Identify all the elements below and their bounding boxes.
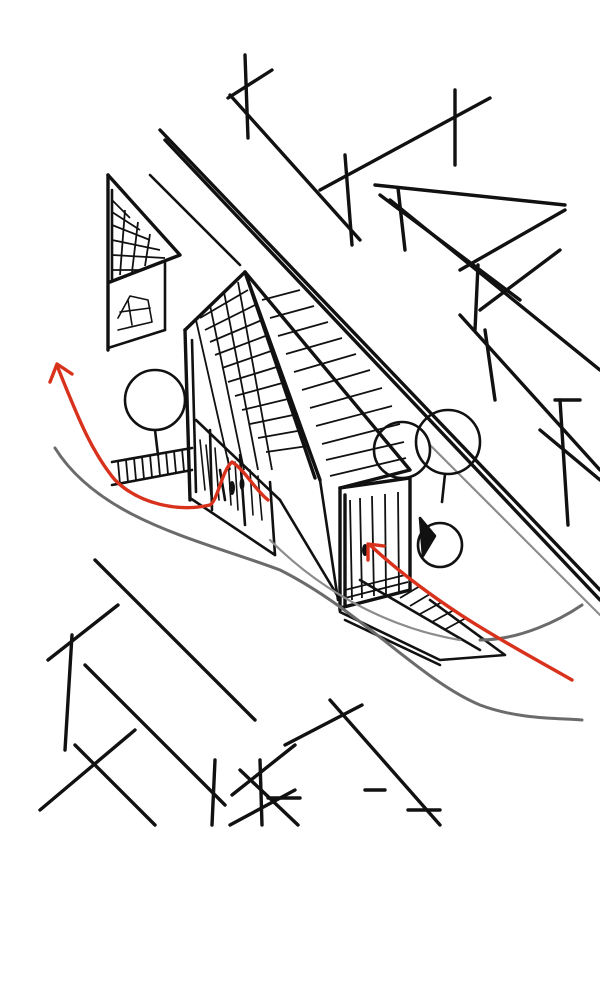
tree-left xyxy=(125,370,185,430)
entry-arrow xyxy=(370,545,572,680)
people-figures xyxy=(229,478,368,556)
upper-street-grid xyxy=(228,55,600,525)
garden-fence xyxy=(112,448,192,485)
neighbor-house xyxy=(108,175,180,350)
neighbor-window xyxy=(118,296,152,330)
tree-right-1 xyxy=(374,422,430,478)
front-gable-hatch xyxy=(196,282,308,470)
lower-street-grid xyxy=(40,560,440,825)
